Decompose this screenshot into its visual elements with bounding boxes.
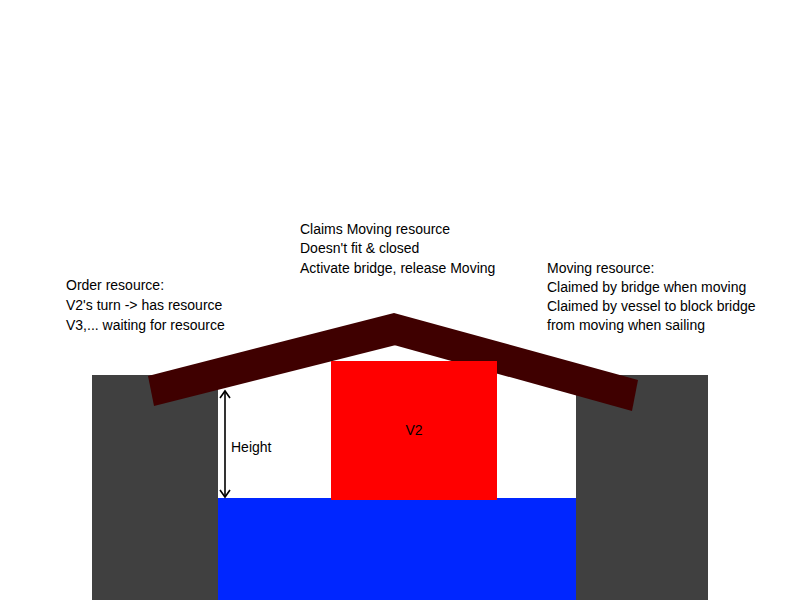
- note-text: Claimed by bridge when moving: [547, 278, 746, 297]
- note-text: V3,... waiting for resource: [66, 316, 225, 335]
- water: [218, 498, 576, 600]
- right-pillar: [576, 375, 708, 600]
- vessel-box: V2: [331, 361, 497, 500]
- left-pillar: [92, 375, 218, 600]
- note-text: V2's turn -> has resource: [66, 296, 222, 315]
- note-text: Order resource:: [66, 276, 164, 295]
- height-arrow: [220, 391, 230, 497]
- vessel-name: V2: [405, 421, 422, 440]
- note-text: Activate bridge, release Moving: [300, 259, 495, 278]
- note-text: Height: [231, 438, 271, 457]
- note-text: Claims Moving resource: [300, 220, 450, 239]
- note-text: Claimed by vessel to block bridge from m…: [547, 297, 771, 335]
- note-text: Doesn't fit & closed: [300, 239, 419, 258]
- note-text: Moving resource:: [547, 259, 654, 278]
